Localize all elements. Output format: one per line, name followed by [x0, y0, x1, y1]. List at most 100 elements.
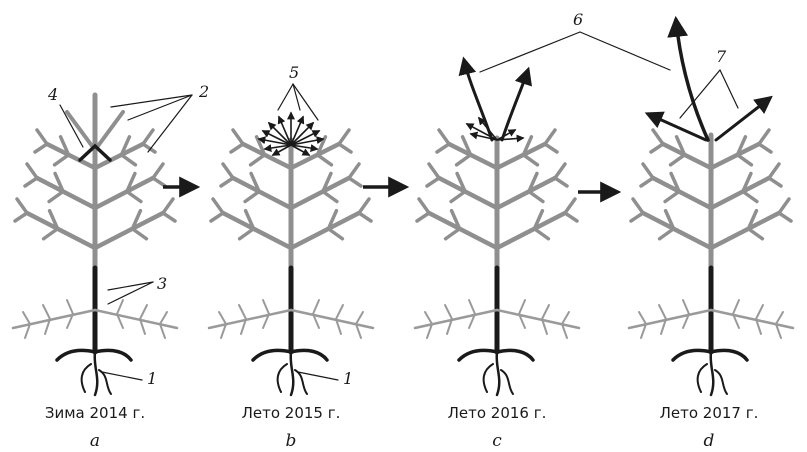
root-thick [57, 350, 95, 360]
crown-twig [27, 164, 37, 178]
crown-branch [27, 213, 95, 248]
root-thick [673, 350, 711, 360]
root-thick [95, 350, 131, 360]
crown-branch [233, 178, 291, 208]
root-thin [278, 364, 287, 392]
root-thin [82, 364, 91, 392]
crown-twig [427, 178, 439, 186]
crown-twig [317, 155, 331, 165]
caption-c: Лето 2016 г. [448, 404, 547, 422]
crown-twig [35, 144, 47, 152]
root-branch [415, 310, 497, 328]
root-twig [659, 305, 666, 319]
crown-top-shoot [95, 112, 123, 150]
crown-twig [49, 192, 63, 202]
crown-twig [339, 130, 349, 144]
root-twig [263, 300, 269, 314]
crown-branch [497, 178, 555, 208]
root-branch [497, 310, 579, 328]
caption-d: Лето 2017 г. [660, 404, 759, 422]
callout-2: 2 [198, 82, 209, 101]
crown-twig [153, 178, 165, 186]
root-twig [445, 305, 452, 319]
crown-twig [565, 213, 577, 221]
root-thin [291, 352, 294, 395]
crown-branch [37, 178, 95, 208]
crown-twig [545, 130, 555, 144]
root-thick [711, 350, 747, 360]
crown-branch [439, 178, 497, 208]
root-twig [356, 312, 363, 324]
bud-arrow [279, 117, 291, 145]
crown-twig [665, 192, 679, 202]
root-branch [95, 310, 177, 328]
crown-twig [429, 164, 439, 178]
root-twig [562, 312, 569, 324]
tree-b [209, 130, 373, 395]
crown-twig [251, 155, 265, 165]
crown-twig [349, 178, 361, 186]
root-branch [209, 310, 291, 328]
root-twig [239, 305, 246, 319]
crown-twig [25, 178, 37, 186]
crown-twig [15, 213, 27, 221]
crown-twig [163, 199, 173, 213]
crown-branch [711, 178, 769, 208]
crown-branch [95, 178, 153, 208]
crown-twig [121, 155, 135, 165]
crown-branch [223, 213, 291, 248]
crown-twig [651, 144, 663, 152]
crown-twig [163, 213, 175, 221]
bud-arrow [467, 124, 497, 140]
crown-branch [291, 213, 359, 248]
leader-line-1 [102, 372, 142, 380]
crown-twig [211, 213, 223, 221]
crown-branch [429, 213, 497, 248]
crown-twig [37, 130, 47, 144]
crown-branch [711, 213, 779, 248]
root-twig [140, 305, 147, 319]
callout-5: 5 [289, 63, 299, 82]
caption-b: Лето 2015 г. [242, 404, 341, 422]
root-twig [425, 312, 432, 324]
tree-d [629, 130, 793, 395]
crown-twig [17, 199, 27, 213]
crown-twig [451, 192, 465, 202]
root-twig [43, 305, 50, 319]
crown-twig [743, 192, 757, 202]
crown-branch [497, 213, 565, 248]
crown-twig [737, 155, 751, 165]
bud-arrow [291, 117, 303, 145]
crown-twig [44, 229, 58, 239]
crown-twig [759, 144, 771, 152]
trees-layer [13, 95, 793, 395]
root-twig [219, 312, 226, 324]
root-twig [733, 300, 739, 314]
root-thin [95, 352, 98, 395]
crown-twig [457, 155, 471, 165]
root-thick [291, 350, 327, 360]
crown-twig [223, 164, 233, 178]
root-thick [253, 350, 291, 360]
callout-3: 3 [157, 274, 167, 293]
panel-letter-b: b [286, 431, 297, 451]
root-thin [711, 352, 714, 395]
crown-twig [555, 178, 567, 186]
crown-twig [769, 178, 781, 186]
leader-line-6 [580, 32, 670, 70]
crown-twig [240, 229, 254, 239]
root-thin [484, 364, 493, 392]
crown-twig [555, 164, 565, 178]
crown-twig [446, 229, 460, 239]
crown-twig [779, 213, 791, 221]
crown-branch [643, 213, 711, 248]
crown-twig [660, 229, 674, 239]
crown-twig [359, 199, 369, 213]
leader-line-1 [298, 372, 338, 380]
crown-twig [523, 155, 537, 165]
crown-twig [641, 178, 653, 186]
tree-a [13, 95, 177, 395]
crown-twig [127, 192, 141, 202]
panel-letter-c: c [492, 431, 502, 451]
